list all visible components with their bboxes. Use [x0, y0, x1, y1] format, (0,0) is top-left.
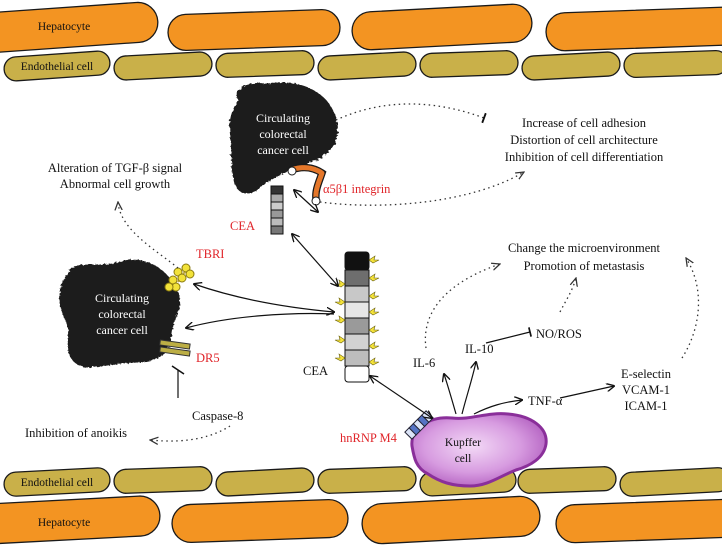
- endothelial-label-top: Endothelial cell: [21, 61, 94, 73]
- interaction-arrows: [171, 190, 614, 418]
- outcome-tgf-line1: Alteration of TGF-β signal: [48, 161, 183, 175]
- vcam-label: VCAM-1: [622, 383, 670, 397]
- cancer-cell-left-line2: colorectal: [98, 307, 146, 321]
- kupffer-label-line2: cell: [455, 453, 472, 465]
- cancer-cell-top-line3: cancer cell: [257, 143, 309, 157]
- bottom-endothelial-row: Endothelial cell: [3, 466, 722, 497]
- cancer-cell-top: Circulating colorectal cancer cell: [229, 82, 338, 194]
- cancer-cell-top-line1: Circulating: [256, 111, 310, 125]
- endothelial-label-bottom: Endothelial cell: [21, 477, 94, 489]
- cea-center-label: CEA: [303, 364, 328, 378]
- outcome-microenv-line2: Promotion of metastasis: [524, 259, 645, 273]
- il10-label: IL-10: [465, 342, 493, 356]
- dr5-label: DR5: [196, 351, 220, 365]
- top-hepatocyte-row: Hepatocyte: [0, 1, 722, 55]
- cea-molecule-center: [334, 251, 380, 383]
- e-selectin-label: E-selectin: [621, 367, 672, 381]
- tbri-receptor: [164, 263, 195, 292]
- top-endothelial-row: Endothelial cell: [3, 49, 722, 82]
- cancer-cell-left-line1: Circulating: [95, 291, 149, 305]
- cancer-cell-left: Circulating colorectal cancer cell: [59, 259, 181, 368]
- outcome-microenv-line1: Change the microenvironment: [508, 241, 661, 255]
- caspase-label: Caspase-8: [192, 409, 243, 423]
- bottom-hepatocyte-row: Hepatocyte: [0, 495, 722, 545]
- cancer-cell-top-line2: colorectal: [259, 127, 307, 141]
- hnrnp-label: hnRNP M4: [340, 431, 398, 445]
- cea-molecule-top: [270, 185, 284, 235]
- effect-arrows: [118, 103, 700, 441]
- no-ros-label: NO/ROS: [536, 327, 582, 341]
- outcome-tgf-line2: Abnormal cell growth: [60, 177, 171, 191]
- kupffer-label-line1: Kupffer: [445, 437, 481, 449]
- tnf-label: TNF-α: [528, 394, 563, 408]
- outcome-adhesion-line1: Increase of cell adhesion: [522, 116, 647, 130]
- tbri-label: TBRI: [196, 247, 224, 261]
- integrin-label: α5β1 integrin: [323, 182, 391, 196]
- hepatocyte-label-top: Hepatocyte: [38, 21, 90, 33]
- outcome-adhesion-line2: Distortion of cell architecture: [510, 133, 658, 147]
- kupffer-cell: Kupffer cell: [410, 412, 548, 488]
- cea-top-label: CEA: [230, 219, 255, 233]
- hepatocyte-label-bottom: Hepatocyte: [38, 517, 90, 529]
- dr5-receptor: [159, 339, 191, 357]
- outcome-adhesion-line3: Inhibition of cell differentiation: [505, 150, 664, 164]
- il6-label: IL-6: [413, 356, 435, 370]
- cancer-cell-left-line3: cancer cell: [96, 323, 148, 337]
- icam-label: ICAM-1: [624, 399, 667, 413]
- outcome-anoikis: Inhibition of anoikis: [25, 426, 127, 440]
